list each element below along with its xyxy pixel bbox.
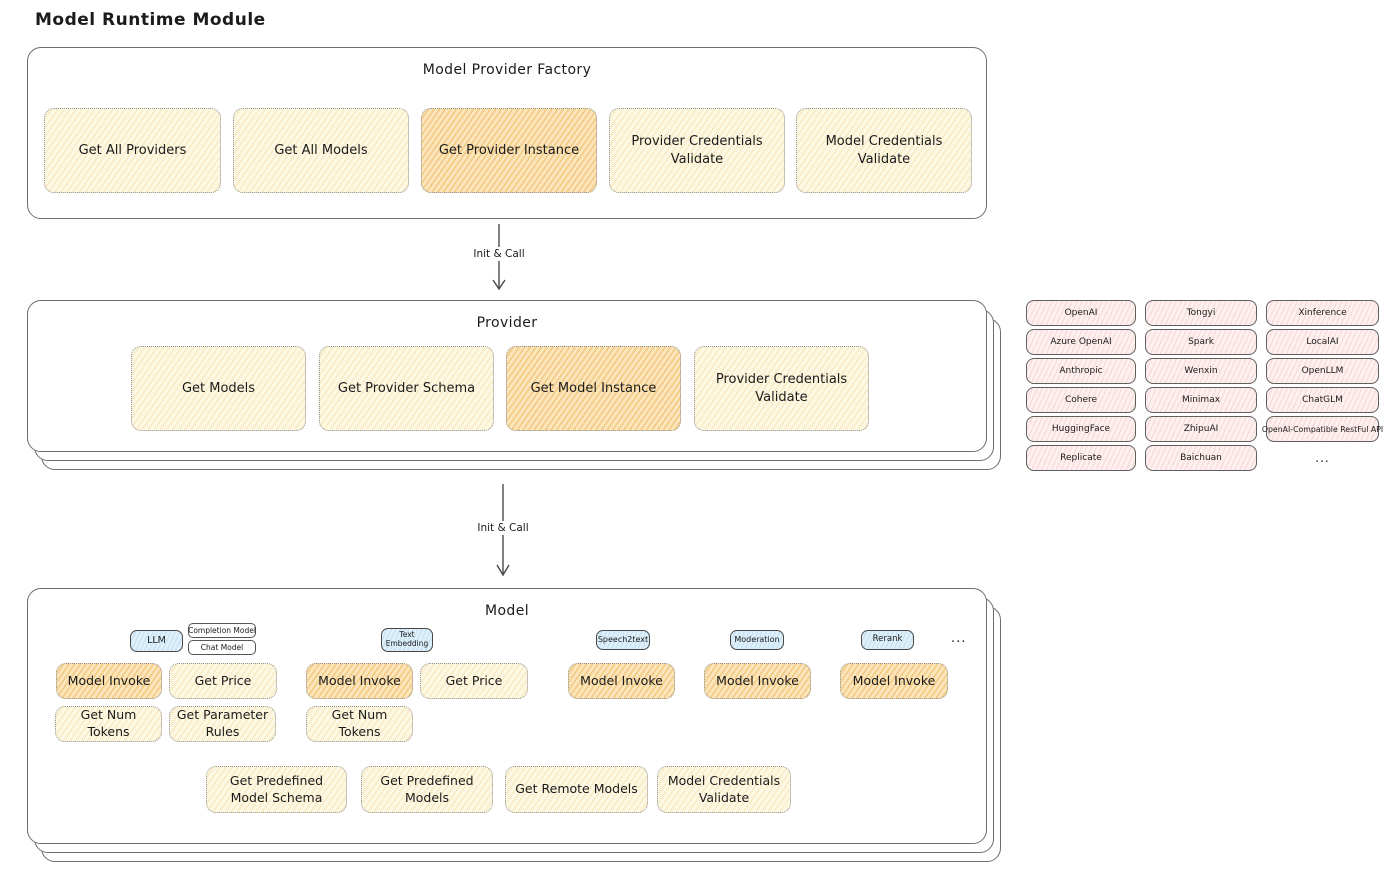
- model-button-llm-get-num-tokens: Get Num Tokens: [55, 706, 162, 742]
- provider-pill-spark: Spark: [1145, 329, 1257, 355]
- provider-list: OpenAI Tongyi Xinference Azure OpenAI Sp…: [1026, 300, 1383, 471]
- factory-button-get-all-providers: Get All Providers: [44, 108, 221, 193]
- model-button-llm-model-invoke: Model Invoke: [56, 663, 162, 699]
- model-button-rerank-model-invoke: Model Invoke: [840, 663, 948, 699]
- model-button-llm-get-price: Get Price: [169, 663, 277, 699]
- provider-pill-cohere: Cohere: [1026, 387, 1136, 413]
- model-button-get-predefined-models: Get Predefined Models: [361, 766, 493, 813]
- provider-pill-openai: OpenAI: [1026, 300, 1136, 326]
- model-button-embedding-get-num-tokens: Get Num Tokens: [306, 706, 413, 742]
- factory-title: Model Provider Factory: [422, 62, 592, 78]
- model-title: Model: [484, 603, 530, 619]
- tag-text-embedding: Text Embedding: [381, 628, 433, 652]
- provider-title: Provider: [476, 315, 538, 331]
- init-call-label-2: Init & Call: [471, 521, 535, 535]
- model-button-get-predefined-model-schema: Get Predefined Model Schema: [206, 766, 347, 813]
- provider-pill-huggingface: HuggingFace: [1026, 416, 1136, 442]
- model-box: Model LLM Completion Model Chat Model Te…: [27, 588, 987, 844]
- provider-button-get-provider-schema: Get Provider Schema: [319, 346, 494, 431]
- tag-llm: LLM: [130, 630, 183, 652]
- factory-box: Model Provider Factory Get All Providers…: [27, 47, 987, 219]
- provider-pill-anthropic: Anthropic: [1026, 358, 1136, 384]
- provider-list-more: ...: [1315, 451, 1330, 465]
- provider-pill-chatglm: ChatGLM: [1266, 387, 1379, 413]
- provider-pill-tongyi: Tongyi: [1145, 300, 1257, 326]
- tag-rerank: Rerank: [861, 630, 914, 650]
- model-button-model-credentials-validate: Model Credentials Validate: [657, 766, 791, 813]
- tag-chat-model: Chat Model: [188, 640, 256, 655]
- factory-button-model-credentials-validate: Model Credentials Validate: [796, 108, 972, 193]
- provider-pill-azure-openai: Azure OpenAI: [1026, 329, 1136, 355]
- provider-button-get-models: Get Models: [131, 346, 306, 431]
- tag-speech2text: Speech2text: [596, 630, 650, 650]
- provider-box: Provider Get Models Get Provider Schema …: [27, 300, 987, 452]
- model-button-embedding-model-invoke: Model Invoke: [306, 663, 413, 699]
- provider-pill-minimax: Minimax: [1145, 387, 1257, 413]
- provider-pill-baichuan: Baichuan: [1145, 445, 1257, 471]
- factory-button-provider-credentials-validate: Provider Credentials Validate: [609, 108, 785, 193]
- tag-moderation: Moderation: [730, 630, 784, 650]
- provider-pill-openllm: OpenLLM: [1266, 358, 1379, 384]
- provider-pill-openai-compatible-restful-api: OpenAI-Compatible RestFul API: [1262, 416, 1383, 442]
- model-button-get-remote-models: Get Remote Models: [505, 766, 648, 813]
- provider-pill-zhipuai: ZhipuAI: [1145, 416, 1257, 442]
- model-button-speech2text-model-invoke: Model Invoke: [568, 663, 675, 699]
- tag-completion-model: Completion Model: [188, 623, 256, 638]
- init-call-label-1: Init & Call: [468, 247, 530, 261]
- model-button-moderation-model-invoke: Model Invoke: [704, 663, 811, 699]
- model-tags-more: ...: [951, 631, 967, 646]
- factory-button-get-provider-instance: Get Provider Instance: [421, 108, 597, 193]
- model-button-llm-get-parameter-rules: Get Parameter Rules: [169, 706, 276, 742]
- provider-pill-xinference: Xinference: [1266, 300, 1379, 326]
- provider-pill-wenxin: Wenxin: [1145, 358, 1257, 384]
- factory-button-get-all-models: Get All Models: [233, 108, 409, 193]
- provider-pill-localai: LocalAI: [1266, 329, 1379, 355]
- provider-button-get-model-instance: Get Model Instance: [506, 346, 681, 431]
- provider-button-provider-credentials-validate: Provider Credentials Validate: [694, 346, 869, 431]
- provider-pill-replicate: Replicate: [1026, 445, 1136, 471]
- model-button-embedding-get-price: Get Price: [420, 663, 528, 699]
- page-title: Model Runtime Module: [35, 10, 266, 30]
